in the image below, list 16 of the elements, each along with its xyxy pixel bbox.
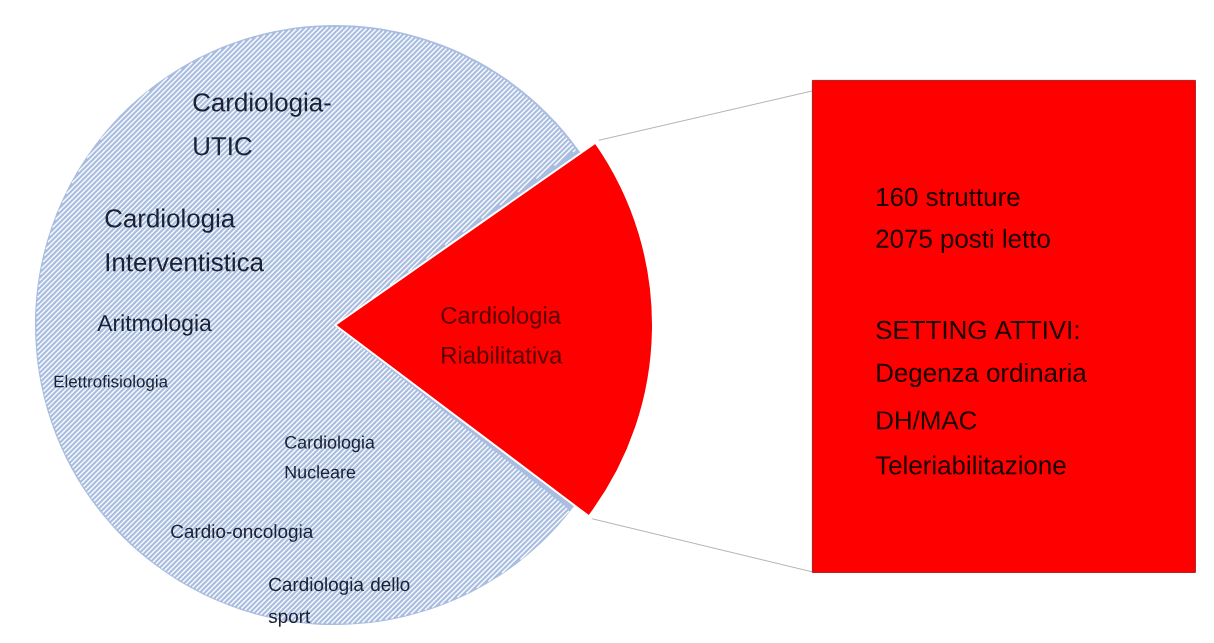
slice-label: Cardiologia Riabilitativa	[441, 306, 563, 364]
segment-label: Cardiologia dello sport	[268, 577, 410, 627]
segment-label: Cardiologia-UTIC	[193, 92, 331, 156]
segment-label: Cardiologia Nucleare	[285, 435, 375, 479]
segment-label: Cardiologia Interventistica	[105, 208, 264, 272]
segment-label: Elettrofisiologia	[54, 375, 169, 391]
detail-text: 2075 posti letto	[876, 228, 1050, 254]
detail-text: Degenza ordinaria	[877, 362, 1087, 388]
segment-label: Cardio-oncologia	[171, 524, 314, 542]
segment-label: Aritmologia	[97, 314, 212, 336]
connector-line	[591, 518, 813, 573]
detail-text: Teleriabilitazione	[875, 455, 1066, 475]
connector-line	[598, 90, 813, 141]
detail-text: 160 strutture	[877, 187, 1020, 207]
detail-text: DH/MAC	[877, 410, 977, 430]
detail-text: SETTING ATTIVI:	[876, 320, 1079, 340]
